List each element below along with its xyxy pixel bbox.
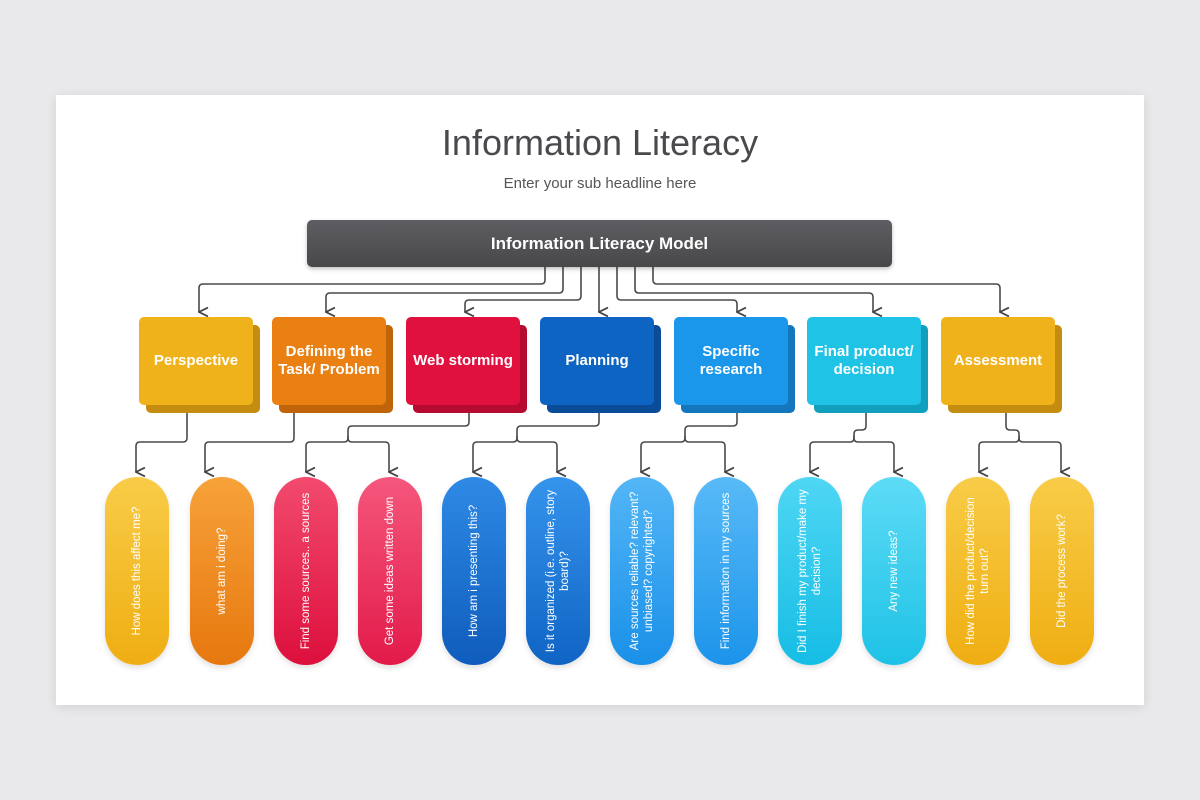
question-text: what am i doing?	[216, 527, 228, 615]
question-pill: Get some ideas written down	[358, 477, 422, 665]
category-perspective: Perspective	[139, 317, 261, 413]
category-web-storming: Web storming	[406, 317, 528, 413]
question-text: Find information in my sources	[720, 492, 732, 650]
category-final-product: Final product/ decision	[807, 317, 929, 413]
question-text: Any new ideas?	[888, 530, 900, 612]
category-label: Web storming	[406, 317, 520, 405]
category-assessment: Assessment	[941, 317, 1063, 413]
category-label: Specific research	[674, 317, 788, 405]
category-planning: Planning	[540, 317, 662, 413]
category-label: Planning	[540, 317, 654, 405]
question-text: Did I finish my product/make my decision…	[797, 489, 823, 653]
question-pill: How did the product/decision turn out?	[946, 477, 1010, 665]
question-text: How does this affect me?	[131, 506, 143, 636]
model-header-bar: Information Literacy Model	[307, 220, 892, 267]
category-label: Defining the Task/ Problem	[272, 317, 386, 405]
question-pill: How does this affect me?	[105, 477, 169, 665]
category-label: Perspective	[139, 317, 253, 405]
question-text: How did the product/decision turn out?	[965, 497, 991, 645]
question-pill: Find information in my sources	[694, 477, 758, 665]
question-pill: Is it organized (i.e. outline, story boa…	[526, 477, 590, 665]
question-text: Find some sources.. a sources	[300, 492, 312, 650]
category-label: Assessment	[941, 317, 1055, 405]
question-text: Did the process work?	[1056, 514, 1068, 628]
question-text: Are sources reliable? relevant? unbiased…	[629, 491, 655, 651]
question-pill: Did the process work?	[1030, 477, 1094, 665]
question-text: Is it organized (i.e. outline, story boa…	[545, 489, 571, 653]
slide-title: Information Literacy	[441, 122, 759, 163]
category-defining-task: Defining the Task/ Problem	[272, 317, 394, 413]
slide-subtitle: Enter your sub headline here	[503, 175, 697, 192]
question-pill: Find some sources.. a sources	[274, 477, 338, 665]
question-pill: Are sources reliable? relevant? unbiased…	[610, 477, 674, 665]
question-text: Get some ideas written down	[384, 496, 396, 646]
category-label: Final product/ decision	[807, 317, 921, 405]
category-specific-research: Specific research	[674, 317, 796, 413]
question-pill: what am i doing?	[190, 477, 254, 665]
question-pill: Any new ideas?	[862, 477, 926, 665]
question-pill: How am i presenting this?	[442, 477, 506, 665]
question-text: How am i presenting this?	[468, 504, 480, 638]
question-pill: Did I finish my product/make my decision…	[778, 477, 842, 665]
